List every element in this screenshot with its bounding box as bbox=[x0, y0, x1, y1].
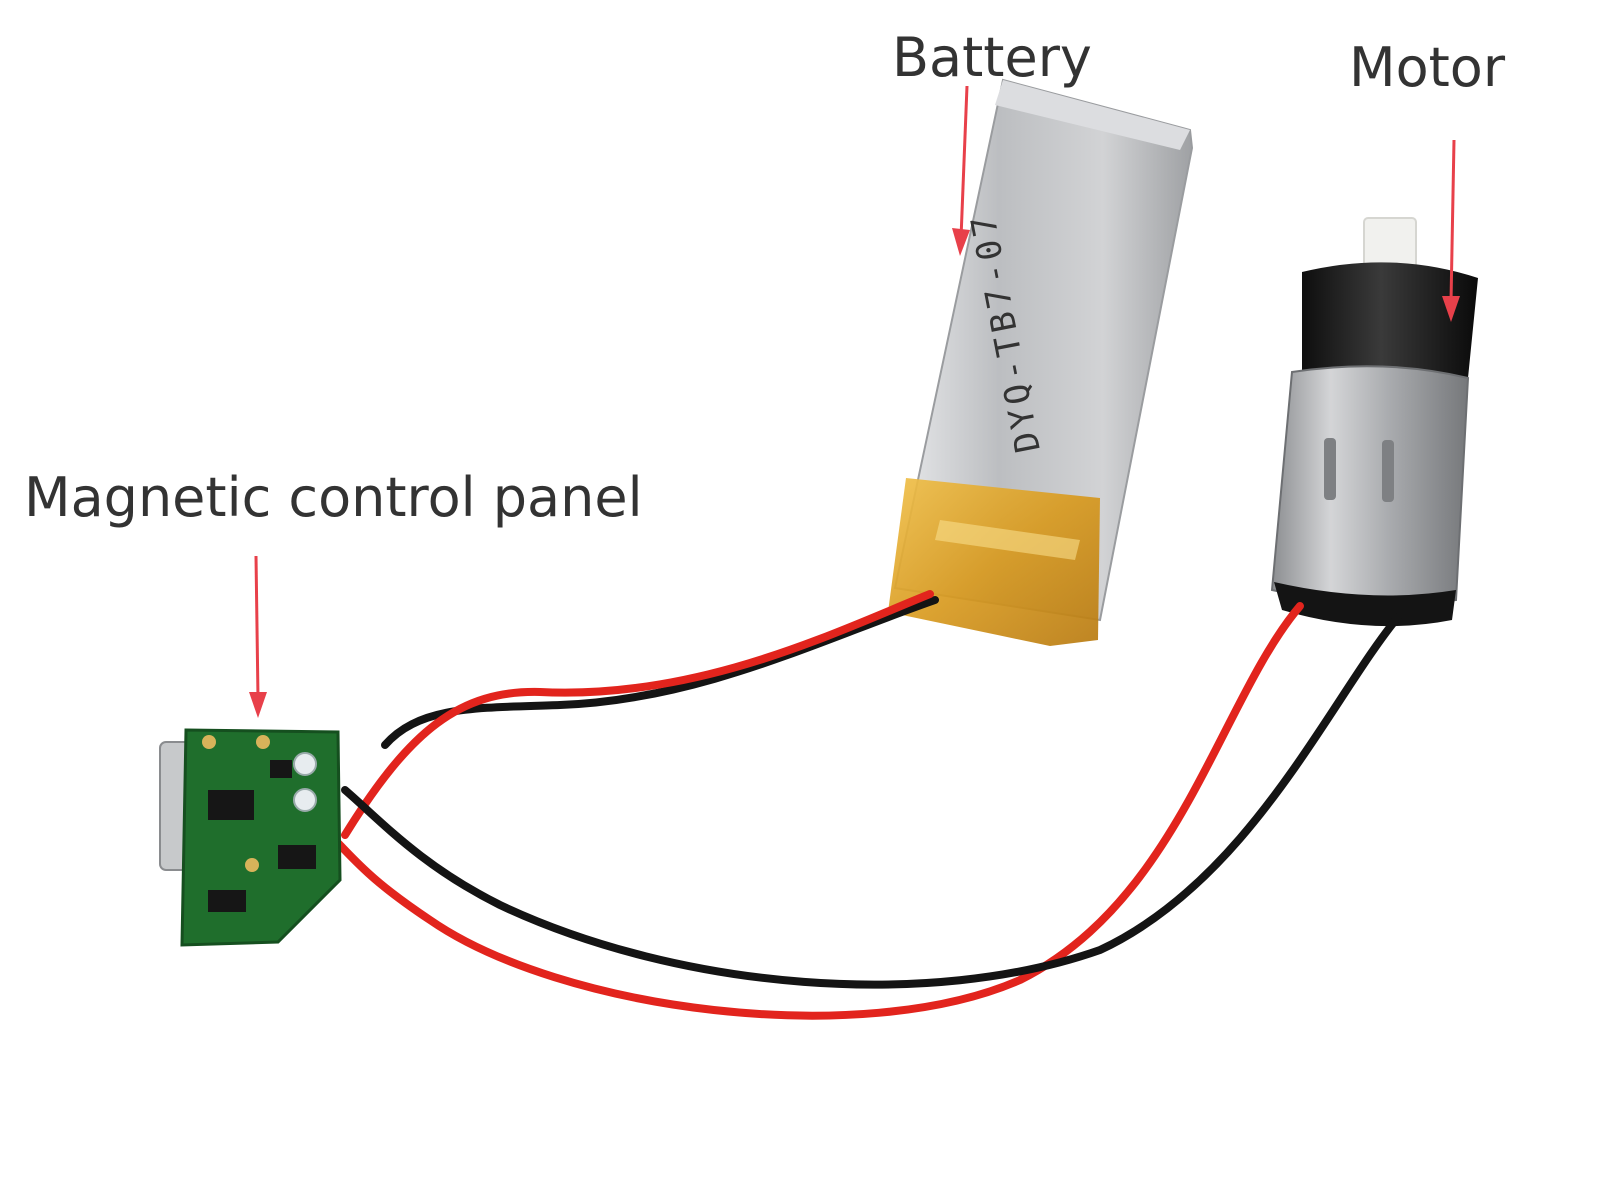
control-panel-label: Magnetic control panel bbox=[24, 466, 643, 529]
motor-label: Motor bbox=[1349, 36, 1506, 99]
pcb-pad bbox=[256, 735, 270, 749]
motor-can bbox=[1270, 365, 1470, 606]
battery-tape-wrap bbox=[888, 478, 1100, 646]
ic-chip bbox=[278, 845, 316, 869]
panel-arrow-head bbox=[249, 692, 267, 718]
pcb-pad bbox=[202, 735, 216, 749]
led-component bbox=[293, 752, 317, 776]
motor bbox=[1270, 217, 1478, 627]
led-component bbox=[293, 788, 317, 812]
motor-end-cap bbox=[1274, 582, 1456, 627]
wires bbox=[331, 590, 1402, 1020]
battery: DYQ-TB7-07 bbox=[888, 78, 1194, 646]
battery-red-wire bbox=[341, 590, 934, 839]
motor-black-wire bbox=[341, 613, 1402, 989]
motor-arrow-head bbox=[1442, 296, 1460, 322]
motor-red-wire bbox=[331, 602, 1304, 1020]
battery-arrow-head bbox=[952, 228, 970, 256]
panel-arrow-line bbox=[254, 555, 260, 699]
battery-black-wire bbox=[381, 596, 939, 749]
control-panel-pcb bbox=[159, 728, 342, 947]
motor-can-slot-left bbox=[1324, 438, 1336, 500]
pcb-pad bbox=[245, 858, 259, 872]
battery-label: Battery bbox=[892, 26, 1092, 89]
battery-top-fold bbox=[995, 80, 1190, 150]
ic-chip bbox=[208, 890, 246, 912]
motor-can-slot-right bbox=[1382, 440, 1394, 502]
ic-chip bbox=[208, 790, 254, 820]
battery-arrow-line bbox=[959, 85, 969, 239]
motor-arrow-line bbox=[1449, 139, 1456, 303]
motor-gearbox-cap bbox=[1302, 262, 1478, 378]
ic-chip bbox=[270, 760, 292, 778]
callout-arrows bbox=[249, 85, 1460, 718]
battery-tape-highlight bbox=[935, 520, 1080, 560]
